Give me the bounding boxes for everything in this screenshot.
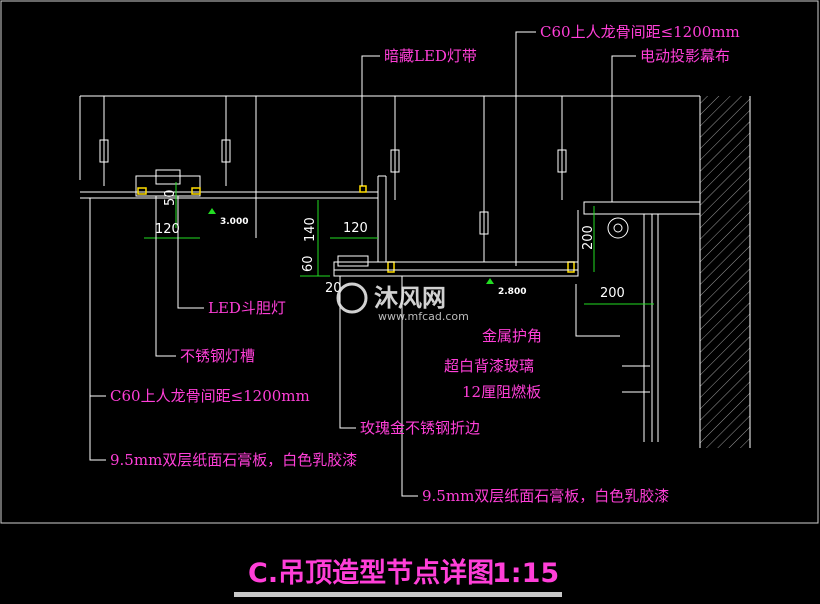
dim-120a: 120 [155,222,180,237]
concrete-wall [699,96,751,448]
label-gypsum-left: 9.5mm双层纸面石膏板，白色乳胶漆 [110,451,357,469]
level-marker-2 [486,278,494,284]
dim-20: 20 [325,281,342,296]
label-fire-board: 12厘阻燃板 [462,383,541,401]
dim-200v: 200 [581,225,596,250]
level-2800: 2.800 [498,287,526,297]
drawing-title: C.吊顶造型节点详图 [248,557,494,589]
leader-lines [89,31,650,497]
label-hidden-led: 暗藏LED灯带 [384,47,477,65]
dimension-lines [144,182,654,305]
watermark: 沐风网 www.mfcad.com [336,282,469,323]
label-glass: 超白背漆玻璃 [444,357,534,375]
drawing-scale: 1:15 [492,558,559,589]
label-steel-trough: 不锈钢灯槽 [180,347,255,365]
level-marker-1 [208,208,216,214]
watermark-url: www.mfcad.com [378,310,469,323]
watermark-logo-icon [336,282,368,314]
upper-ceiling [80,169,387,262]
dim-50: 50 [163,189,178,206]
dim-140: 140 [303,217,318,242]
level-3000: 3.000 [220,217,248,227]
label-c60-top: C60上人龙骨间距≤1200mm [540,23,740,41]
drawing-frame [0,0,819,524]
dim-60: 60 [301,255,316,272]
lower-ceiling [333,210,579,277]
label-rose-gold: 玫瑰金不锈钢折边 [360,419,480,437]
label-gypsum-bottom: 9.5mm双层纸面石膏板，白色乳胶漆 [422,487,669,505]
label-projector-screen: 电动投影幕布 [640,47,730,65]
hanger-clips [99,139,567,235]
dim-120b: 120 [343,221,368,236]
label-led-downlight: LED斗胆灯 [208,299,286,317]
dim-200h: 200 [600,286,625,301]
title-underline [234,592,562,597]
label-metal-corner: 金属护角 [482,327,542,345]
watermark-brand: 沐风网 [374,284,446,312]
hanger-rods [103,96,563,262]
label-c60-left: C60上人龙骨间距≤1200mm [110,387,310,405]
screen-box [583,201,701,442]
